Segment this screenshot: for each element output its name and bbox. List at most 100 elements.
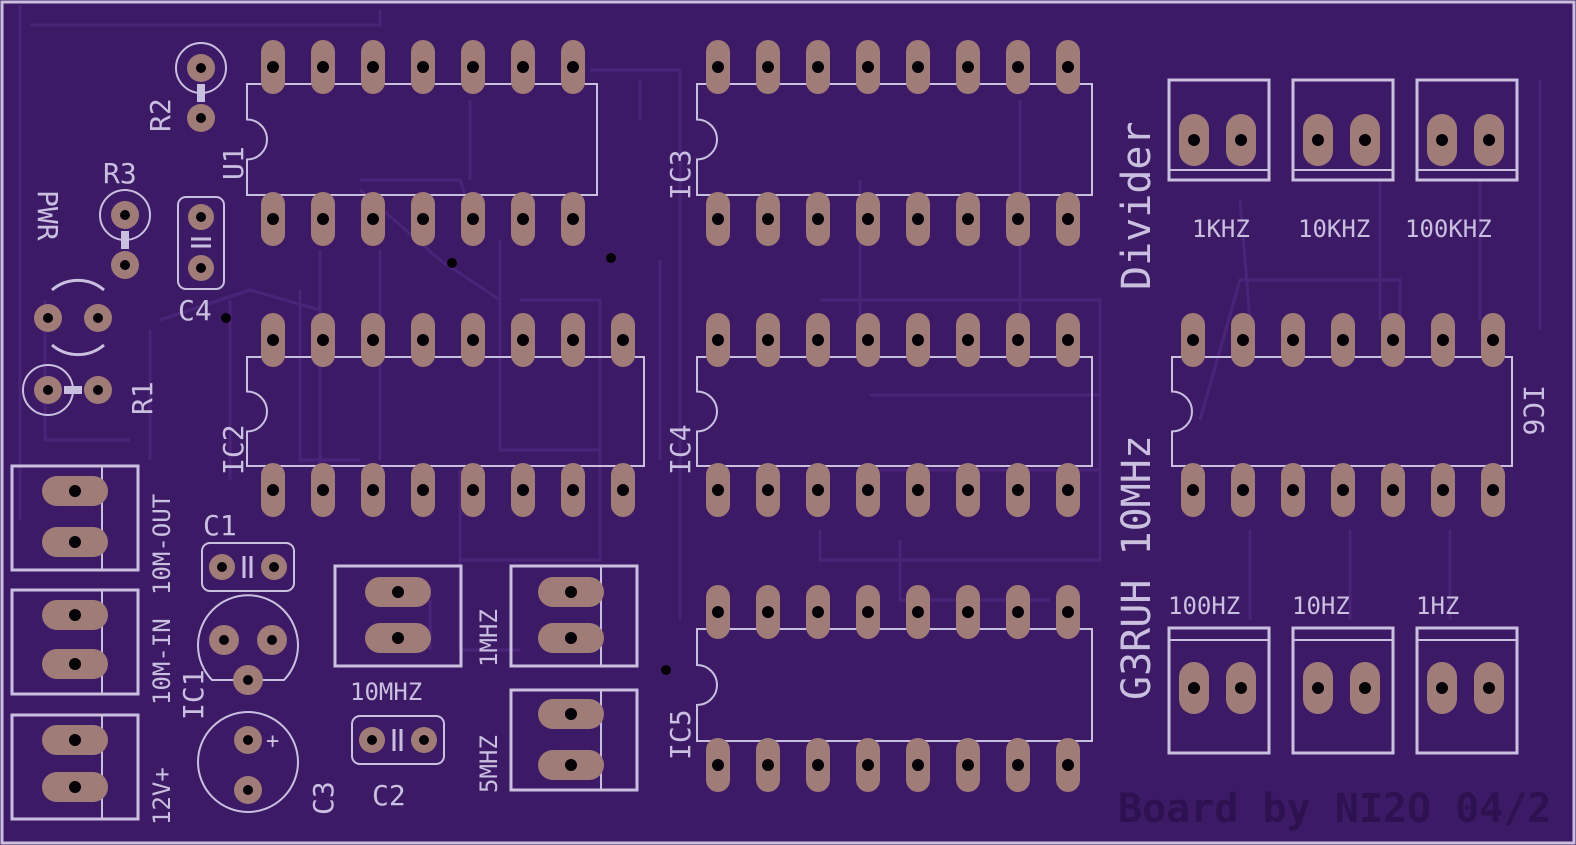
ic2-pin-bottom-drill [417, 484, 429, 496]
ic4-pin-top-drill [962, 334, 974, 346]
ic5-pin-top-drill [1062, 606, 1074, 618]
ic3-pin-top-drill [712, 61, 724, 73]
trace-2 [43, 300, 130, 442]
part-label-r2: R2 [144, 98, 177, 132]
ic-label-ic2: IC2 [217, 424, 250, 475]
ic3-pin-bottom-drill [1012, 213, 1024, 225]
trace-8 [498, 240, 600, 452]
ic2-pin-bottom-drill [617, 484, 629, 496]
conn-10m-out-outline [10, 464, 140, 572]
ic5-pin-bottom-drill [1062, 759, 1074, 771]
conn-10mhz-pad-2-drill [392, 632, 404, 644]
ic4-pin-top-drill [712, 334, 724, 346]
ic5-pin-top-drill [712, 606, 724, 618]
r1-pad-1-drill [43, 385, 53, 395]
conn-100khz-pad-1-drill [1436, 134, 1448, 146]
ic4-pin-top-drill [1062, 334, 1074, 346]
conn-label-1khz: 1KHZ [1192, 215, 1250, 243]
ic3-pin-top-drill [862, 61, 874, 73]
u1-pin-top-drill [317, 61, 329, 73]
conn-1hz-pad-1-drill [1436, 682, 1448, 694]
r3-pad-1-drill [120, 210, 130, 220]
conn-10m-in-pad-2-drill [69, 658, 81, 670]
ic2-pin-top-drill [467, 334, 479, 346]
ic5-pin-top-drill [1012, 606, 1024, 618]
conn-100hz-pad-2-drill [1235, 682, 1247, 694]
conn-1mhz-pad-1-drill [565, 586, 577, 598]
ic2-pin-top-drill [417, 334, 429, 346]
ic4-pin-bottom-drill [912, 484, 924, 496]
u1-pin-bottom-drill [467, 213, 479, 225]
ic4-pin-bottom-drill [862, 484, 874, 496]
conn-1khz-outline [1167, 78, 1271, 182]
ic5-pin-top-drill [812, 606, 824, 618]
via-1 [606, 253, 616, 263]
conn-5mhz-pad-2-drill [565, 759, 577, 771]
u1-pin-bottom-drill [417, 213, 429, 225]
ic3-pin-bottom-drill [712, 213, 724, 225]
trace-4 [159, 288, 321, 322]
ic3-pin-bottom-drill [1062, 213, 1074, 225]
r1-pad-2-drill [93, 385, 103, 395]
part-label-c2: C2 [372, 779, 406, 812]
ic5-pin-bottom-drill [812, 759, 824, 771]
r2-pad-2-drill [196, 113, 206, 123]
conn-5mhz-outline [509, 688, 639, 792]
ic2-pin-bottom-drill [317, 484, 329, 496]
u1-pin-top-drill [517, 61, 529, 73]
ic1-pad-2-drill [267, 635, 277, 645]
part-label-pwr: PWR [31, 190, 64, 241]
part-label-ic1: IC1 [177, 669, 210, 720]
conn-label-10hz: 10HZ [1292, 592, 1350, 620]
conn-label-5mhz: 5MHZ [475, 735, 503, 793]
ic4-pin-top-drill [812, 334, 824, 346]
ic3-pin-top-drill [1062, 61, 1074, 73]
conn-label-10mhz: 10MHZ [350, 678, 422, 706]
trace-12 [590, 68, 682, 620]
ic3-pin-top-drill [762, 61, 774, 73]
ic4-outline [696, 356, 1093, 467]
ic2-pin-top-drill [267, 334, 279, 346]
u1-pin-top-drill [417, 61, 429, 73]
trace-5 [298, 290, 360, 462]
ic3-pin-top-drill [962, 61, 974, 73]
conn-100hz-outline [1167, 626, 1271, 755]
conn-10khz-pad-2-drill [1359, 134, 1371, 146]
c4-pad-2-drill [196, 263, 206, 273]
c2-pad-1-drill [367, 735, 377, 745]
trace-24 [1238, 199, 1252, 321]
u1-pin-top-drill [567, 61, 579, 73]
labels: Divider G3RUH 10MHz U1 IC2 IC3 IC4 IC5 I… [31, 98, 1551, 832]
ic4-pin-top-drill [1012, 334, 1024, 346]
ic3-pin-top-drill [812, 61, 824, 73]
ic1-pad-3-drill [243, 675, 253, 685]
silkscreen-layer [10, 42, 1519, 821]
ic5-pin-bottom-drill [962, 759, 974, 771]
ic2-pin-bottom-drill [367, 484, 379, 496]
trace-14 [818, 298, 1102, 562]
ic3-pin-bottom-drill [762, 213, 774, 225]
u1-pin-top-drill [367, 61, 379, 73]
ic-label-ic4: IC4 [664, 424, 697, 475]
conn-12v-pad-2-drill [69, 781, 81, 793]
title-line-divider: Divider [1114, 121, 1160, 290]
conn-10hz-pad-1-drill [1312, 682, 1324, 694]
via-3 [661, 665, 671, 675]
ic2-pin-top-drill [367, 334, 379, 346]
ic-label-ic3: IC3 [664, 149, 697, 200]
r2-pad-1-drill [196, 63, 206, 73]
ic5-pin-bottom-drill [712, 759, 724, 771]
c1-outline [201, 542, 295, 592]
ic2-pin-bottom-drill [467, 484, 479, 496]
u1-pin-bottom-drill [267, 213, 279, 225]
conn-100khz-pad-2-drill [1483, 134, 1495, 146]
conn-1khz-pad-1-drill [1188, 134, 1200, 146]
led-pad-2-drill [93, 313, 103, 323]
c4-outline [177, 196, 225, 290]
conn-label-10m-in: 10M-IN [148, 618, 176, 705]
conn-label-100khz: 100KHZ [1405, 215, 1492, 243]
ic3-pin-bottom-drill [812, 213, 824, 225]
ic6-pin-bottom-drill [1437, 484, 1449, 496]
ic4-pin-bottom-drill [1062, 484, 1074, 496]
